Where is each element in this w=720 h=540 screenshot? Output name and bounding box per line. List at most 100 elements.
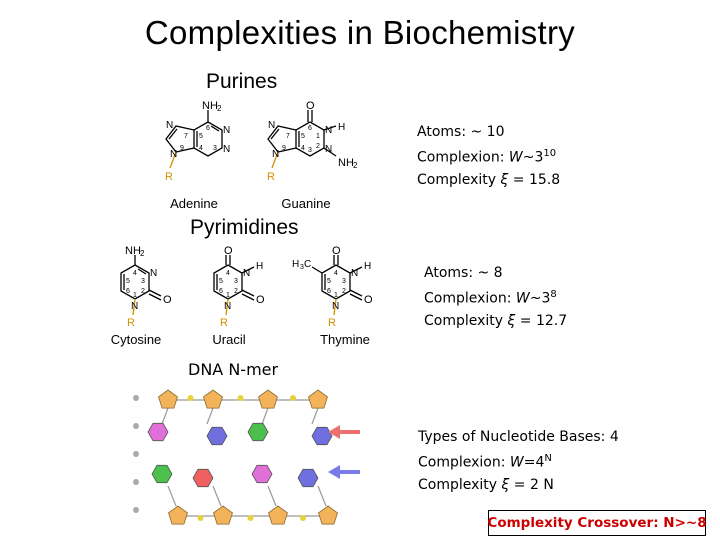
strand-atom [133, 423, 139, 429]
dna-illustration [133, 389, 360, 525]
backbone-bond [311, 407, 319, 425]
cytosine-label: Cytosine [110, 332, 162, 347]
sugar-ring [258, 389, 278, 409]
svg-text:N: N [223, 144, 230, 155]
sugar-ring [213, 505, 233, 525]
svg-text:1: 1 [334, 292, 338, 299]
guanine-label: Guanine [281, 196, 331, 211]
svg-text:2: 2 [316, 143, 320, 150]
svg-text:5: 5 [327, 278, 331, 285]
svg-text:6: 6 [219, 288, 223, 295]
svg-text:2: 2 [342, 288, 346, 295]
svg-text:6: 6 [308, 125, 312, 132]
svg-text:N: N [131, 301, 138, 312]
r-group-label: R [127, 317, 135, 329]
phosphate [290, 395, 296, 401]
uracil-label: Uracil [212, 332, 246, 347]
svg-text:6: 6 [126, 288, 130, 295]
sugar-ring [308, 389, 328, 409]
svg-text:5: 5 [126, 278, 130, 285]
adenine-label: Adenine [170, 196, 218, 211]
svg-text:7: 7 [286, 133, 290, 140]
svg-text:NH: NH [338, 157, 354, 169]
purines-heading: Purines [206, 70, 278, 93]
svg-text:6: 6 [327, 288, 331, 295]
svg-text:4: 4 [301, 145, 305, 152]
r-group-label: R [165, 171, 173, 183]
r-group-label: R [220, 317, 228, 329]
svg-text:N: N [351, 268, 358, 279]
backbone-bond [206, 407, 214, 425]
svg-text:1: 1 [316, 133, 320, 140]
svg-text:7: 7 [184, 133, 188, 140]
svg-text:O: O [163, 294, 172, 306]
purine-info: Atoms: ~ 10 Complexion: W~310 Complexity… [417, 121, 560, 191]
backbone-bond [212, 485, 222, 507]
base-ring [147, 422, 169, 442]
phosphate [300, 515, 306, 521]
sugar-ring [158, 389, 178, 409]
backbone-bond [317, 485, 327, 507]
svg-text:1: 1 [133, 292, 137, 299]
svg-text:C: C [304, 259, 311, 270]
strand-atom [133, 507, 139, 513]
uracil-structure: O N H O N R 45 63 21 [213, 245, 265, 329]
svg-text:N: N [268, 120, 275, 131]
amino-label: NH [202, 100, 218, 112]
base-ring [311, 426, 333, 446]
svg-text:3: 3 [234, 278, 238, 285]
base-ring [251, 464, 273, 484]
backbone-bond [261, 407, 269, 425]
svg-text:H: H [256, 261, 263, 272]
svg-text:3: 3 [141, 278, 145, 285]
svg-text:3: 3 [342, 278, 346, 285]
base-ring [297, 468, 319, 488]
svg-text:1: 1 [226, 292, 230, 299]
svg-text:6: 6 [206, 125, 210, 132]
crossover-box: Complexity Crossover: N>~8 [487, 510, 707, 536]
svg-text:N: N [223, 125, 230, 136]
svg-text:3: 3 [213, 145, 217, 152]
svg-text:2: 2 [141, 288, 145, 295]
pyrimidine-complexion: Complexion: W~38 [424, 289, 557, 307]
strand-atom [133, 395, 139, 401]
svg-text:4: 4 [334, 270, 338, 277]
pyrimidine-info: Atoms: ~ 8 Complexion: W~38 Complexity ξ… [424, 262, 567, 332]
svg-text:O: O [332, 245, 341, 257]
dna-types: Types of Nucleotide Bases: 4 [418, 429, 619, 445]
sugar-ring [318, 505, 338, 525]
svg-text:2: 2 [140, 249, 145, 258]
pyrimidine-complexity: Complexity ξ = 12.7 [424, 312, 568, 329]
svg-text:N: N [325, 125, 332, 136]
phosphate [187, 395, 194, 401]
svg-text:2: 2 [217, 104, 222, 113]
base-ring [151, 464, 173, 484]
page-title: Complexities in Biochemistry [144, 14, 576, 51]
svg-text:N: N [243, 268, 250, 279]
phosphate [197, 515, 204, 521]
svg-text:N: N [170, 149, 177, 160]
svg-text:2: 2 [234, 288, 238, 295]
sugar-ring [268, 505, 288, 525]
thymine-label: Thymine [320, 332, 370, 347]
svg-text:4: 4 [226, 270, 230, 277]
base-ring [247, 422, 269, 442]
svg-text:N: N [332, 301, 339, 312]
svg-text:H: H [338, 122, 345, 133]
dna-complexion: Complexion: W=4N [418, 453, 552, 471]
red-arrow-icon [328, 425, 360, 439]
svg-text:3: 3 [308, 147, 312, 154]
blue-arrow-icon [328, 465, 360, 479]
svg-text:5: 5 [219, 278, 223, 285]
svg-text:9: 9 [282, 145, 286, 152]
backbone-bond [161, 407, 169, 425]
purine-complexion: Complexion: W~310 [417, 148, 557, 166]
dna-label: DNA N-mer [188, 360, 279, 379]
pyrimidines-heading: Pyrimidines [190, 216, 299, 239]
svg-text:4: 4 [133, 270, 137, 277]
svg-text:H: H [292, 259, 299, 270]
svg-text:H: H [364, 261, 371, 272]
